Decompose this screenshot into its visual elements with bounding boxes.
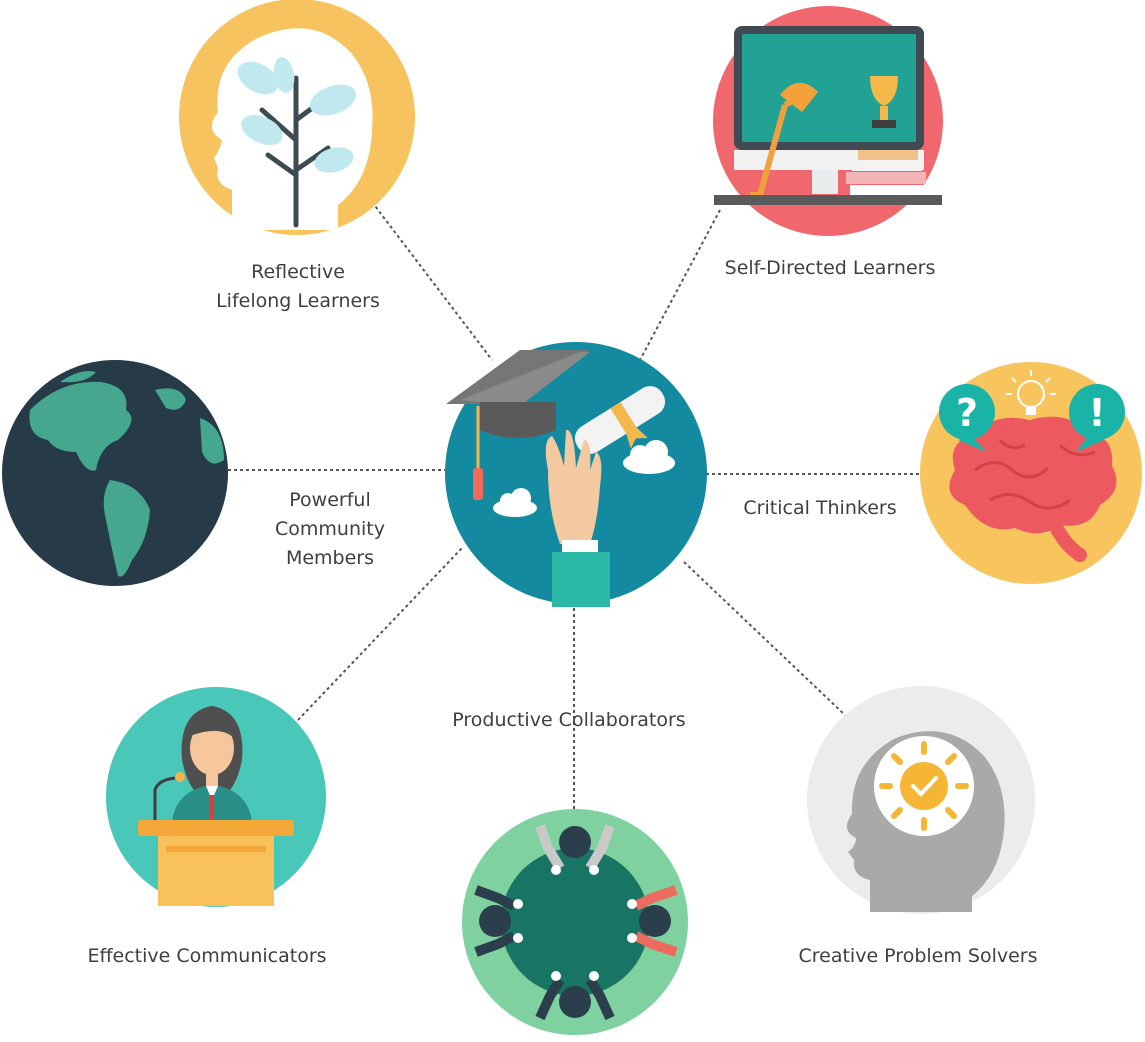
head-with-sun-checkmark-icon (807, 686, 1035, 914)
label-community-line3: Members (285, 547, 375, 569)
graduation-cap-diploma-hand-icon (445, 342, 707, 607)
label-critical-thinkers: Critical Thinkers (722, 494, 918, 523)
globe-icon (2, 360, 228, 586)
connector-lines (228, 201, 920, 812)
label-reflective-line1: Reflective (251, 261, 345, 283)
label-reflective-line2: Lifelong Learners (216, 290, 380, 312)
label-reflective-lifelong-learners: Reflective Lifelong Learners (198, 258, 398, 316)
svg-text:?: ? (956, 391, 978, 435)
label-productive-collaborators: Productive Collaborators (424, 706, 714, 735)
label-communicators-line1: Effective Communicators (87, 945, 327, 967)
label-self-directed-learners: Self-Directed Learners (700, 254, 960, 283)
connector-problem-solvers (683, 561, 847, 717)
svg-text:!: ! (1088, 391, 1105, 435)
label-creative-problem-solvers: Creative Problem Solvers (770, 942, 1066, 971)
team-around-table-icon (462, 809, 688, 1035)
speaker-at-podium-icon (106, 687, 326, 907)
label-problem-solvers-line1: Creative Problem Solvers (798, 945, 1038, 967)
brain-question-idea-icon: ? ! (920, 362, 1142, 584)
label-critical-line1: Critical Thinkers (743, 497, 897, 519)
label-community-line1: Powerful (289, 489, 371, 511)
label-powerful-community-members: Powerful Community Members (250, 486, 410, 573)
head-with-growing-plant-icon (179, 0, 415, 235)
connector-communicators (297, 547, 463, 721)
label-community-line2: Community (275, 518, 385, 540)
connector-self-directed (639, 209, 721, 361)
label-effective-communicators: Effective Communicators (62, 942, 352, 971)
label-self-directed-line1: Self-Directed Learners (724, 257, 936, 279)
desk-lamp-trophy-monitor-icon (713, 6, 943, 236)
label-collaborators-line1: Productive Collaborators (452, 709, 686, 731)
